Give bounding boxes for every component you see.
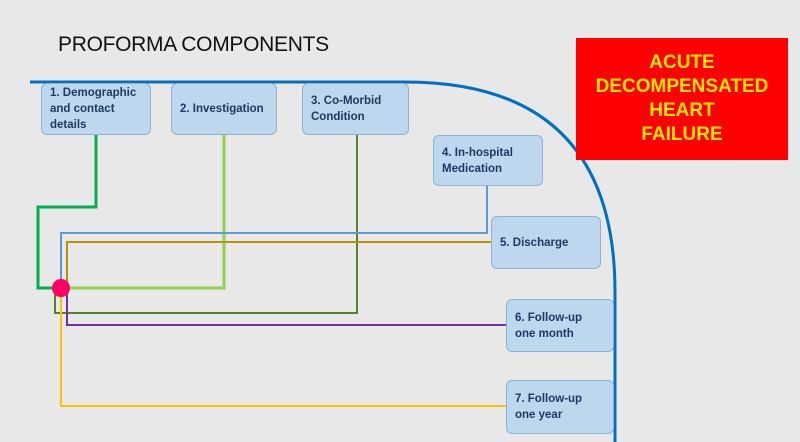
page-title: PROFORMA COMPONENTS: [58, 33, 329, 56]
component-box-comorbid: 3. Co-Morbid Condition: [302, 83, 409, 135]
connector-discharge: [66, 241, 491, 288]
component-box-medication: 4. In-hospital Medication: [433, 135, 543, 186]
connector-followup-month: [66, 288, 506, 326]
connector-demographic: [36, 135, 98, 290]
outline-curve: [30, 80, 617, 442]
component-box-discharge: 5. Discharge: [491, 216, 601, 269]
component-box-investigation: 2. Investigation: [171, 83, 277, 135]
connector-comorbid: [54, 135, 358, 314]
component-box-followup-year: 7. Follow-up one year: [506, 380, 614, 434]
banner-text: ACUTE DECOMPENSATED HEART FAILURE: [595, 52, 769, 145]
component-box-followup-month: 6. Follow-up one month: [506, 299, 614, 352]
connector-followup-year: [60, 288, 506, 407]
connector-medication: [60, 186, 488, 288]
component-box-demographic: 1. Demographic and contact details: [41, 83, 151, 135]
condition-banner: ACUTE DECOMPENSATED HEART FAILURE: [576, 38, 788, 160]
connector-investigation: [61, 135, 226, 290]
hub-node: [52, 279, 70, 297]
